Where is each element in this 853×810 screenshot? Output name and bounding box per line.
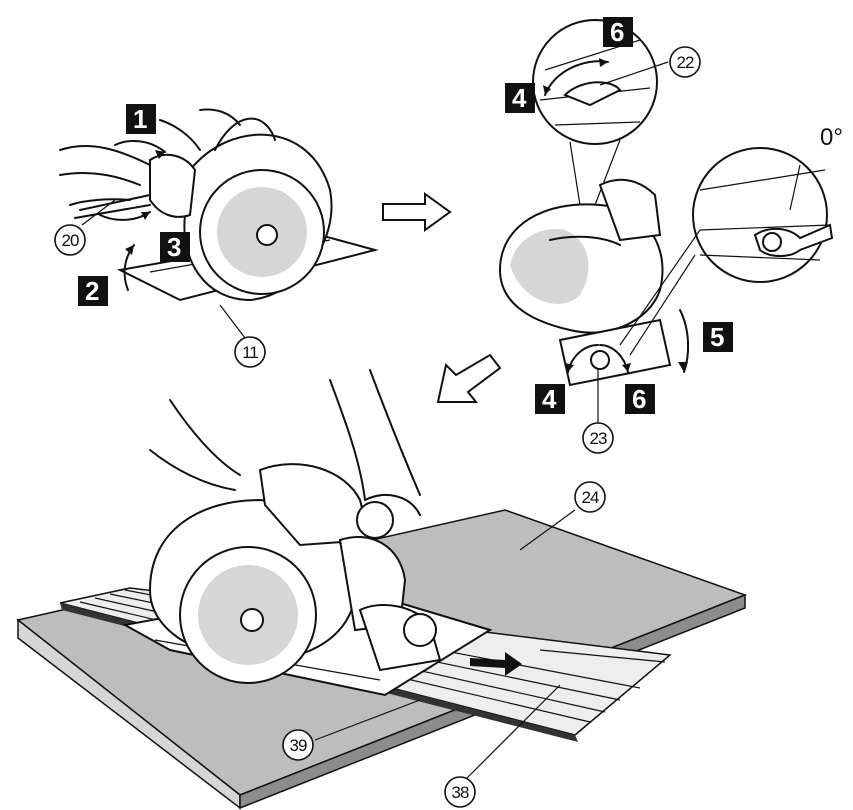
saw-illustration-top-right <box>498 19 834 424</box>
callout-38: 38 <box>444 776 476 808</box>
step-4-label-top: 4 <box>512 83 527 113</box>
callout-20-label: 20 <box>62 231 79 250</box>
step-6-label-top: 6 <box>610 17 624 47</box>
saw-illustration-top-left <box>59 108 379 339</box>
step-1-label: 1 <box>133 104 147 134</box>
flow-arrow-right <box>382 192 452 232</box>
callout-24: 24 <box>574 481 606 513</box>
callout-39: 39 <box>282 729 314 761</box>
step-4-badge-bottom: 4 <box>535 384 565 414</box>
step-6-badge-top: 6 <box>603 17 633 47</box>
angle-zero-label: 0° <box>820 124 843 151</box>
callout-38-label: 38 <box>452 783 469 802</box>
step-2-label: 2 <box>85 276 99 306</box>
callout-24-label: 24 <box>582 488 599 507</box>
step-2-badge: 2 <box>78 276 108 306</box>
step-6-label-bottom: 6 <box>632 384 646 414</box>
step-4-label-bottom: 4 <box>542 384 557 414</box>
step-5-label: 5 <box>710 322 724 352</box>
callout-22-label: 22 <box>677 53 694 72</box>
flow-arrow-down-left <box>436 353 502 403</box>
step-5-badge: 5 <box>703 322 733 352</box>
callout-23: 23 <box>582 422 614 454</box>
saw-on-rail-illustration <box>16 369 748 810</box>
callout-23-label: 23 <box>590 429 607 448</box>
step-4-badge-top: 4 <box>505 83 535 113</box>
step-1-badge: 1 <box>126 104 156 134</box>
callout-20: 20 <box>54 224 86 256</box>
step-3-badge: 3 <box>160 232 190 262</box>
callout-39-label: 39 <box>290 736 307 755</box>
callout-22: 22 <box>669 46 701 78</box>
callout-11: 11 <box>234 336 266 368</box>
step-3-label: 3 <box>167 232 181 262</box>
step-6-badge-bottom: 6 <box>625 384 655 414</box>
callout-11-label: 11 <box>242 343 258 362</box>
